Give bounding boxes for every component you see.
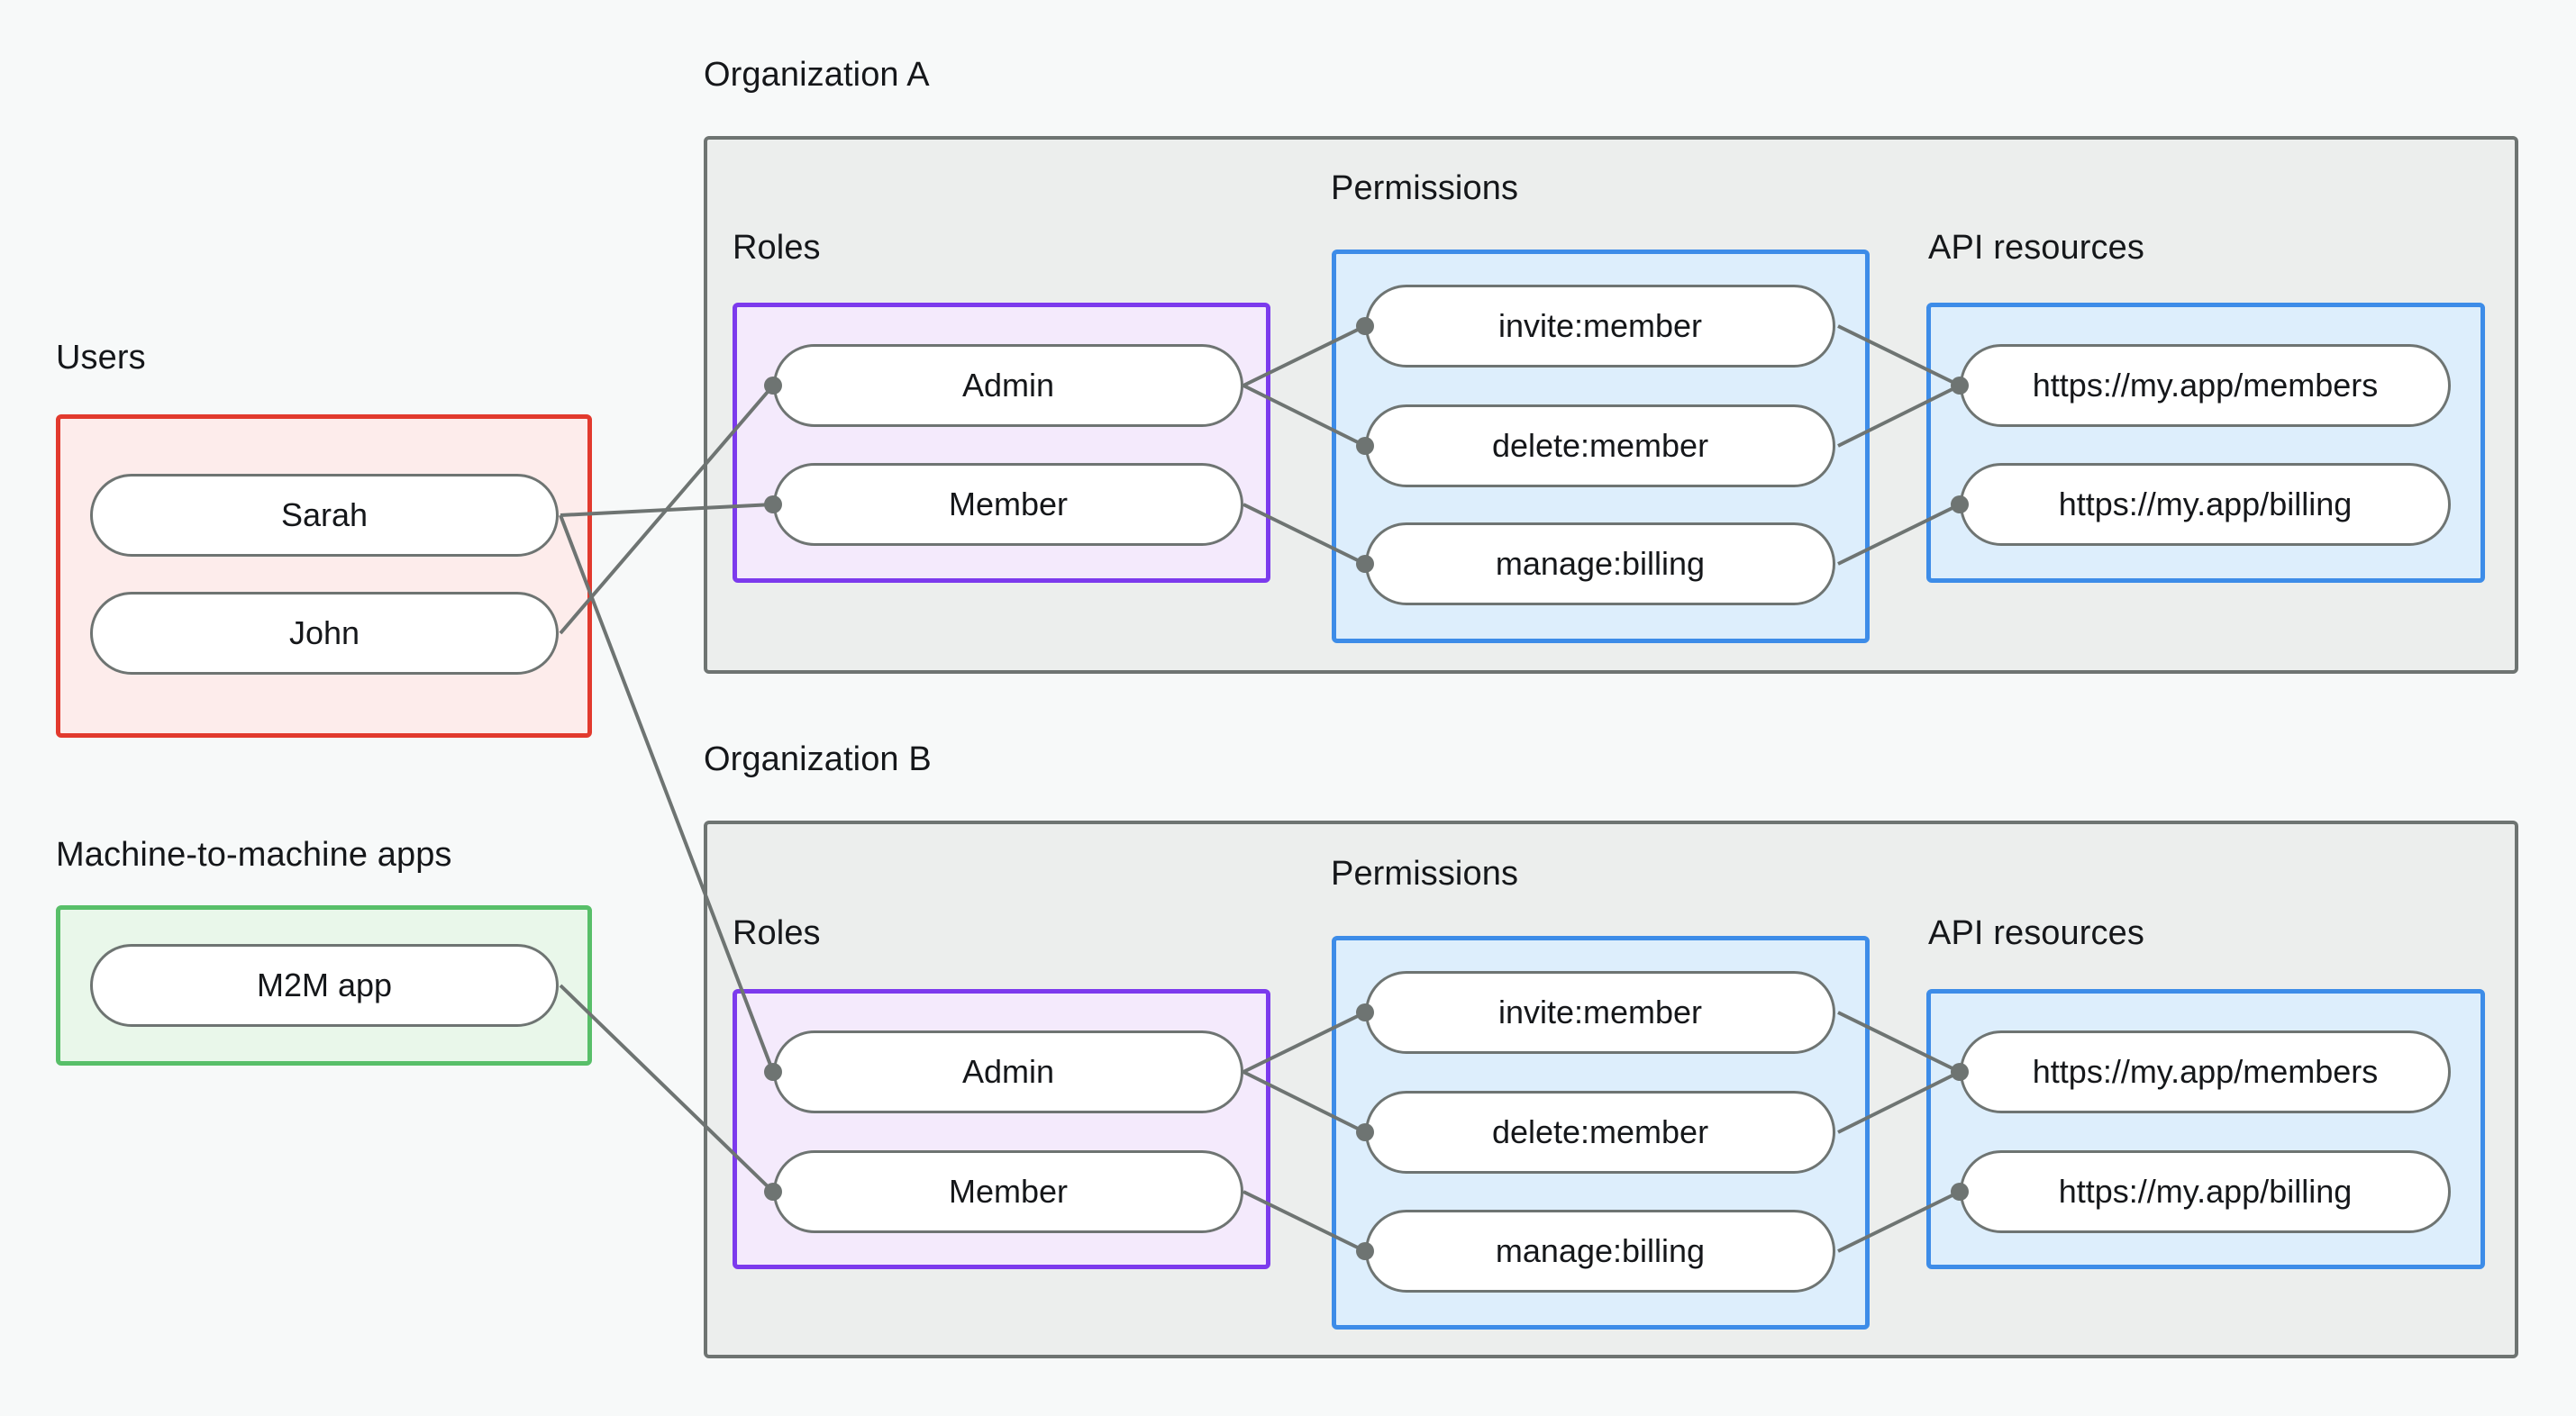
node-org-a-permission-delete-member[interactable]: delete:member (1365, 404, 1835, 487)
connector-dot-org-b-api-resource-billing (1951, 1183, 1969, 1201)
connector-dot-org-b-api-resource-members (1951, 1063, 1969, 1081)
node-org-b-api-resource-members[interactable]: https://my.app/members (1960, 1030, 2451, 1113)
node-org-b-permission-manage-billing[interactable]: manage:billing (1365, 1210, 1835, 1293)
connector-dot-org-b-permission-invite-member (1356, 1003, 1374, 1021)
label-org-a-roles: Roles (733, 229, 821, 267)
node-org-a-permission-invite-member[interactable]: invite:member (1365, 285, 1835, 368)
label-machine-to-machine-apps: Machine-to-machine apps (56, 836, 452, 874)
connector-dot-org-b-role-admin (764, 1063, 782, 1081)
node-org-b-role-admin[interactable]: Admin (773, 1030, 1243, 1113)
connector-dot-org-b-permission-delete-member (1356, 1123, 1374, 1141)
connector-dot-org-a-api-resource-billing (1951, 495, 1969, 513)
label-org-b-roles: Roles (733, 914, 821, 952)
node-user-sarah[interactable]: Sarah (90, 474, 559, 557)
node-user-john[interactable]: John (90, 592, 559, 675)
node-org-b-permission-delete-member[interactable]: delete:member (1365, 1091, 1835, 1174)
node-org-b-api-resource-billing[interactable]: https://my.app/billing (1960, 1150, 2451, 1233)
label-users: Users (56, 339, 146, 377)
node-org-a-permission-manage-billing[interactable]: manage:billing (1365, 522, 1835, 605)
label-org-a-permissions: Permissions (1331, 169, 1519, 207)
connector-dot-org-a-role-admin (764, 377, 782, 395)
label-org-a-api-resources: API resources (1928, 229, 2144, 267)
connector-dot-org-a-permission-manage-billing (1356, 555, 1374, 573)
connector-dot-org-a-permission-invite-member (1356, 317, 1374, 335)
label-org-b-permissions: Permissions (1331, 855, 1519, 893)
label-org-b-api-resources: API resources (1928, 914, 2144, 952)
node-org-a-api-resource-billing[interactable]: https://my.app/billing (1960, 463, 2451, 546)
connector-dot-org-a-api-resource-members (1951, 377, 1969, 395)
node-org-a-role-member[interactable]: Member (773, 463, 1243, 546)
node-org-a-api-resource-members[interactable]: https://my.app/members (1960, 344, 2451, 427)
users-group-box (56, 414, 592, 738)
node-m2m-app[interactable]: M2M app (90, 944, 559, 1027)
label-organization-a: Organization A (704, 56, 930, 94)
connector-dot-org-b-role-member (764, 1183, 782, 1201)
node-org-a-role-admin[interactable]: Admin (773, 344, 1243, 427)
node-org-b-permission-invite-member[interactable]: invite:member (1365, 971, 1835, 1054)
connector-dot-org-b-permission-manage-billing (1356, 1242, 1374, 1260)
connector-dot-org-a-permission-delete-member (1356, 437, 1374, 455)
node-org-b-role-member[interactable]: Member (773, 1150, 1243, 1233)
connector-dot-org-a-role-member (764, 495, 782, 513)
label-organization-b: Organization B (704, 740, 932, 778)
